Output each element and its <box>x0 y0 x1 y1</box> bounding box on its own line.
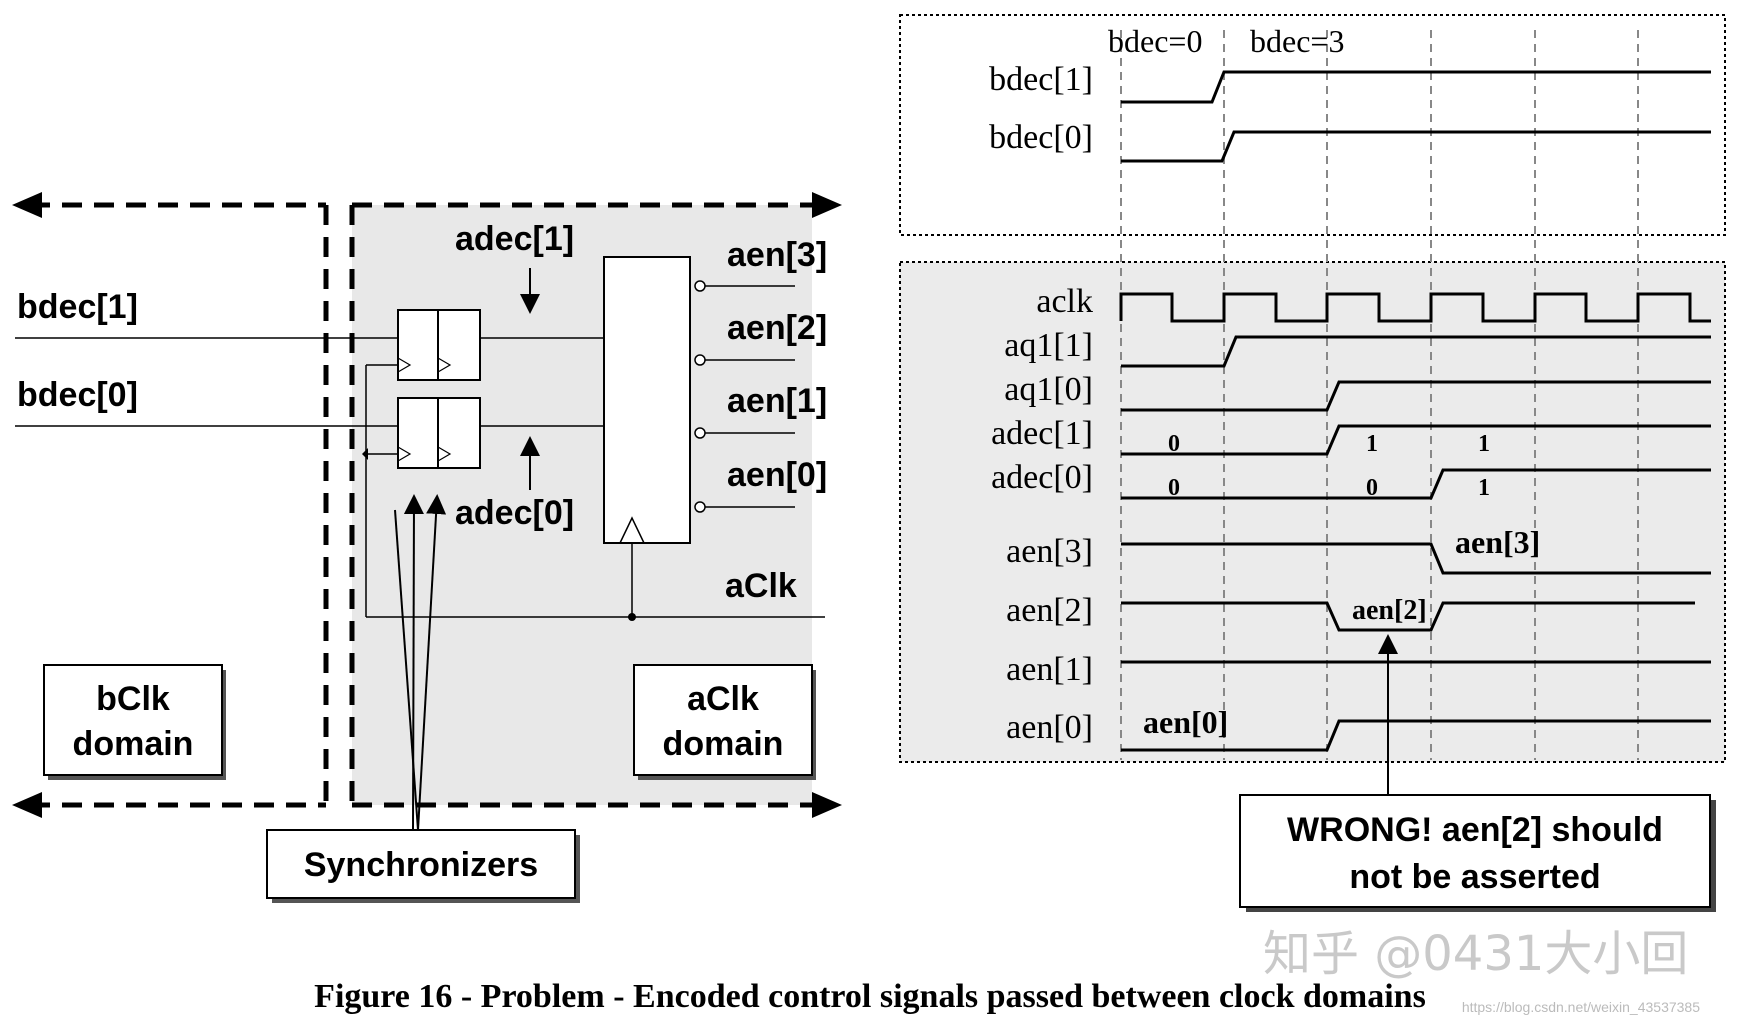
aclk-network <box>365 364 825 618</box>
svg-text:1: 1 <box>1366 431 1378 457</box>
svg-text:aq1[1]: aq1[1] <box>1004 327 1093 364</box>
wave-bdec0 <box>1121 130 1711 163</box>
svg-text:not be asserted: not be asserted <box>1349 858 1600 896</box>
bdec1-label: bdec[1] <box>17 288 138 326</box>
svg-text:0: 0 <box>1366 475 1378 501</box>
svg-text:aq1[0]: aq1[0] <box>1004 371 1093 408</box>
bdec0-label: bdec[0] <box>17 376 138 414</box>
synchronizer-flops <box>397 309 481 469</box>
decoder-outputs <box>694 280 795 513</box>
svg-text:aclk: aclk <box>1036 283 1093 320</box>
wrong-callout: WRONG! aen[2] should not be asserted <box>1239 794 1716 912</box>
svg-text:adec[0]: adec[0] <box>991 459 1093 496</box>
decoder-block <box>603 256 691 544</box>
wave-aq1-1 <box>1121 335 1711 368</box>
aclk-domain-box: aClk domain <box>633 664 816 780</box>
adec1-label: adec[1] <box>455 220 574 258</box>
pulse-label-aen0: aen[0] <box>1143 704 1228 740</box>
svg-text:aen[3]: aen[3] <box>1006 533 1093 570</box>
pulse-label-aen3: aen[3] <box>1455 524 1540 560</box>
svg-text:bClk: bClk <box>96 680 170 718</box>
wave-adec1 <box>1121 424 1711 456</box>
wave-aen0 <box>1121 719 1711 752</box>
aen2-label: aen[2] <box>727 309 827 347</box>
svg-text:aClk: aClk <box>687 680 759 718</box>
svg-text:aen[0]: aen[0] <box>1006 709 1093 746</box>
svg-text:adec[1]: adec[1] <box>991 415 1093 452</box>
marker-bdec3: bdec=3 <box>1250 23 1344 59</box>
domain-borders <box>30 202 820 808</box>
svg-text:0: 0 <box>1168 431 1180 457</box>
aen3-label: aen[3] <box>727 236 827 274</box>
svg-text:0: 0 <box>1168 475 1180 501</box>
svg-text:domain: domain <box>663 725 784 763</box>
marker-bdec0: bdec=0 <box>1108 23 1202 59</box>
aclk-label: aClk <box>725 567 797 605</box>
top-signal-bdec1: bdec[1] <box>989 61 1093 98</box>
border-arrows <box>12 192 842 818</box>
wave-bdec1 <box>1121 70 1711 104</box>
svg-text:aen[2]: aen[2] <box>1006 592 1093 629</box>
figure-caption: Figure 16 - Problem - Encoded control si… <box>314 978 1426 1015</box>
bclk-domain-box: bClk domain <box>43 664 226 780</box>
svg-text:Synchronizers: Synchronizers <box>304 846 538 884</box>
circuit-diagram: bdec[1] bdec[0] adec[1] adec[0] aen[3] a… <box>12 192 842 903</box>
watermark-url: https://blog.csdn.net/weixin_43537385 <box>1462 999 1700 1015</box>
aclk-waveform-box <box>899 261 1726 763</box>
clock-edge-lines <box>1120 30 1639 760</box>
signal-names: aclk aq1[1] aq1[0] adec[1] adec[0] aen[3… <box>991 283 1093 746</box>
adec0-label: adec[0] <box>455 494 574 532</box>
wave-aclk <box>1119 292 1711 323</box>
aen0-label: aen[0] <box>727 456 827 494</box>
svg-text:aen[1]: aen[1] <box>1006 651 1093 688</box>
signal-values: 0 1 1 0 0 1 <box>1168 431 1490 501</box>
wave-aen3 <box>1121 542 1711 575</box>
top-signal-bdec0: bdec[0] <box>989 119 1093 156</box>
svg-text:1: 1 <box>1478 475 1490 501</box>
timing-diagram: bdec=0 bdec=3 bdec[1] bdec[0] aclk aq1[1… <box>899 14 1726 912</box>
wave-aen2 <box>1121 601 1695 632</box>
svg-text:WRONG! aen[2] should: WRONG! aen[2] should <box>1287 811 1663 849</box>
pulse-label-aen2: aen[2] <box>1352 595 1427 626</box>
watermark: 知乎 @0431大小回 <box>1263 926 1688 982</box>
synchronizer-pointers <box>394 494 447 831</box>
svg-text:domain: domain <box>73 725 194 763</box>
aen1-label: aen[1] <box>727 382 827 420</box>
svg-text:1: 1 <box>1478 431 1490 457</box>
wave-aq1-0 <box>1121 380 1711 412</box>
wave-adec0 <box>1121 468 1711 500</box>
bclk-waveform-box <box>899 14 1726 236</box>
synchronizers-box: Synchronizers <box>266 829 580 903</box>
waveforms <box>1119 70 1711 752</box>
